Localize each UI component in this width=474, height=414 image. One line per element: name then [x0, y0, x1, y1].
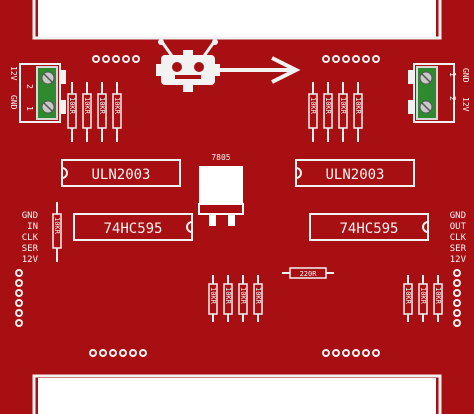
- resistor: 10KR: [418, 275, 428, 322]
- resistor-label: 10KR: [324, 97, 332, 115]
- resistor-label: 10KR: [239, 287, 247, 305]
- pad-column-left: [15, 269, 23, 327]
- right-pin-label: GND: [450, 211, 466, 221]
- resistor: 10KR: [82, 82, 92, 142]
- right-screw-terminal: GND 12V 1 2: [408, 63, 470, 123]
- resistor: 10KR: [238, 275, 248, 322]
- right-conn-12v-label: 12V: [461, 97, 470, 112]
- left-pin-label: GND: [22, 211, 38, 221]
- resistor-label: 220R: [300, 270, 318, 278]
- left-conn-pin1-label: 1: [25, 106, 34, 111]
- resistor: 10KR: [67, 82, 77, 142]
- resistor-label: 10KR: [209, 287, 217, 305]
- resistor-label: 10KR: [404, 287, 412, 305]
- resistor: 10KR: [308, 82, 318, 142]
- resistor: 10KR: [403, 275, 413, 322]
- resistor-label: 10KR: [83, 97, 91, 115]
- resistor-label: 10KR: [53, 217, 61, 235]
- left-screw-terminal: 12V GND 2 1: [9, 63, 66, 123]
- chip-uln2003-right: ULN2003: [295, 159, 415, 187]
- right-conn-pin2-label: 2: [448, 96, 457, 101]
- top-cutout-outline: [32, 0, 442, 40]
- resistor-label: 10KR: [339, 97, 347, 115]
- right-pin-labels: GND OUT CLK SER 12V: [450, 211, 467, 265]
- resistor: 10KR: [433, 275, 443, 322]
- chip-uln2003-left: ULN2003: [61, 159, 181, 187]
- chip-74hc595-right: 74HC595: [309, 213, 429, 241]
- left-pin-label: SER: [22, 244, 39, 254]
- left-conn-gnd-label: GND: [9, 95, 18, 110]
- left-conn-pin2-label: 2: [25, 84, 34, 89]
- left-pin-labels: GND IN CLK SER 12V: [22, 211, 39, 265]
- right-conn-gnd-label: GND: [461, 68, 470, 83]
- top-cutout: [38, 0, 436, 37]
- bottom-cutout-outline: [32, 374, 442, 414]
- chip-label: ULN2003: [91, 167, 150, 183]
- resistor-label: 10KR: [68, 97, 76, 115]
- left-pin-label: 12V: [22, 255, 39, 265]
- resistor: 10KR: [253, 275, 263, 322]
- chip-74hc595-left: 74HC595: [73, 213, 193, 241]
- resistor: 10KR: [97, 82, 107, 142]
- resistor-label: 10KR: [254, 287, 262, 305]
- arrow-right-icon: [220, 56, 301, 84]
- resistor-label: 10KR: [224, 287, 232, 305]
- resistor-label: 10KR: [113, 97, 121, 115]
- resistor-array-top-left: 10KR 10KR 10KR 10KR: [67, 82, 122, 142]
- resistor-label: 10KR: [309, 97, 317, 115]
- resistor-label: 10KR: [434, 287, 442, 305]
- pad-column-right: [453, 269, 461, 327]
- left-pin-label: CLK: [22, 233, 39, 243]
- chip-label: ULN2003: [325, 167, 384, 183]
- pad-row-bottom-left: [89, 349, 147, 357]
- resistor-label: 10KR: [354, 97, 362, 115]
- resistor: 10KR: [338, 82, 348, 142]
- chip-label: 74HC595: [103, 221, 162, 237]
- right-conn-pin1-label: 1: [448, 72, 457, 77]
- pad-row-bottom-right: [322, 349, 380, 357]
- chip-label: 74HC595: [339, 221, 398, 237]
- regulator-label: 7805: [211, 153, 230, 162]
- left-pin-label: IN: [27, 222, 38, 232]
- regulator-7805: 7805: [198, 153, 244, 226]
- pad-row-top-left: [92, 55, 140, 63]
- resistor-array-top-right: 10KR 10KR 10KR 10KR: [308, 82, 363, 142]
- resistor: 10KR: [208, 275, 218, 322]
- resistor-left-vertical: 10KR: [52, 202, 62, 262]
- resistor-array-bottom-middle: 10KR 10KR 10KR 10KR: [208, 275, 263, 322]
- right-pin-label: 12V: [450, 255, 467, 265]
- resistor-label: 10KR: [98, 97, 106, 115]
- left-conn-12v-label: 12V: [9, 66, 18, 81]
- resistor: 10KR: [112, 82, 122, 142]
- robot-logo-icon: [156, 39, 220, 92]
- pad-row-top-right: [322, 55, 380, 63]
- bottom-cutout: [38, 378, 436, 414]
- resistor: 10KR: [223, 275, 233, 322]
- resistor: 10KR: [323, 82, 333, 142]
- resistor-label: 10KR: [419, 287, 427, 305]
- resistor-220r: 220R: [282, 267, 334, 279]
- right-pin-label: SER: [450, 244, 467, 254]
- right-pin-label: OUT: [450, 222, 467, 232]
- resistor-array-bottom-right: 10KR 10KR 10KR: [403, 275, 443, 322]
- right-pin-label: CLK: [450, 233, 467, 243]
- resistor: 10KR: [353, 82, 363, 142]
